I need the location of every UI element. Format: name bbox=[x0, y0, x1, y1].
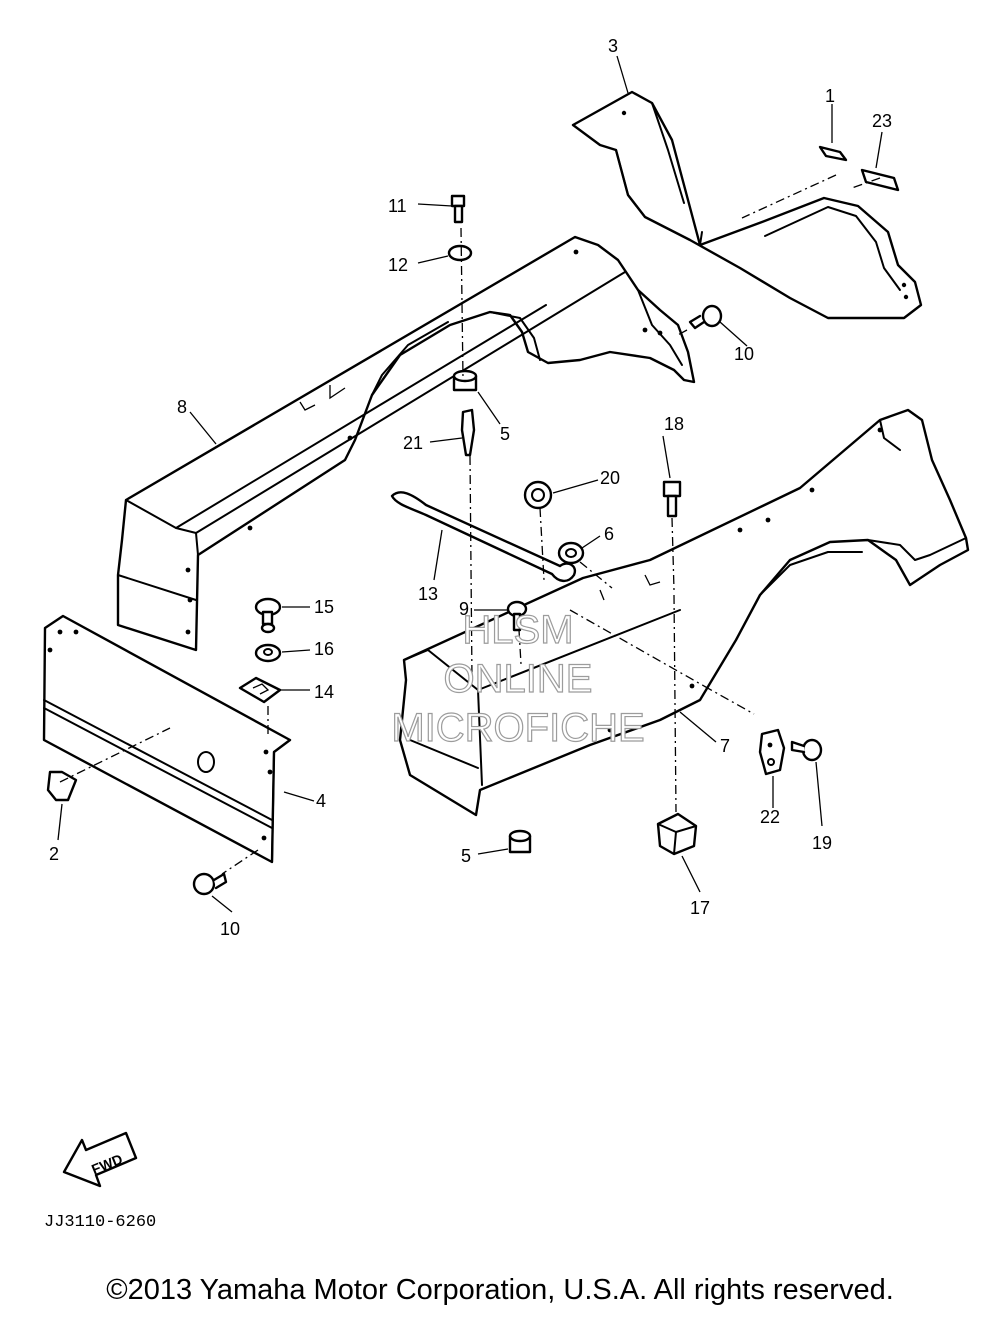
label-23: 23 bbox=[872, 111, 892, 131]
label-11: 11 bbox=[388, 196, 407, 216]
label-3: 3 bbox=[608, 36, 618, 56]
label-17: 17 bbox=[690, 898, 710, 918]
part-18-bolt bbox=[662, 480, 682, 518]
label-9: 9 bbox=[459, 599, 469, 619]
part-5-grommet-lower bbox=[508, 829, 532, 854]
part-number-labels: 1 2 3 4 5 5 6 7 8 9 10 10 11 12 13 14 15… bbox=[49, 36, 892, 939]
label-18: 18 bbox=[664, 414, 684, 434]
label-10-lower: 10 bbox=[220, 919, 240, 939]
part-7-right-fender bbox=[398, 408, 970, 817]
part-2-tag bbox=[46, 770, 78, 802]
forward-arrow-icon: FWD bbox=[62, 1131, 138, 1188]
label-1: 1 bbox=[825, 86, 835, 106]
drawing-code: JJ3110-6260 bbox=[44, 1213, 156, 1232]
part-12-washer bbox=[447, 244, 473, 262]
part-19-screw bbox=[790, 738, 823, 762]
label-19: 19 bbox=[812, 833, 832, 853]
part-17-block bbox=[656, 812, 698, 856]
label-4: 4 bbox=[316, 791, 326, 811]
part-5-grommet-upper bbox=[452, 369, 478, 392]
label-16: 16 bbox=[314, 639, 334, 659]
watermark-line-1: HLSM bbox=[462, 608, 573, 652]
label-7: 7 bbox=[720, 736, 730, 756]
part-22-bracket bbox=[758, 728, 786, 776]
part-15-bolt bbox=[254, 597, 282, 634]
part-9-screw bbox=[506, 600, 528, 632]
part-10-rivet-lower bbox=[192, 872, 228, 896]
part-1-sticker bbox=[818, 145, 848, 162]
part-13-rod bbox=[390, 491, 577, 583]
leader-lines bbox=[57, 55, 883, 913]
label-15: 15 bbox=[314, 597, 334, 617]
label-2: 2 bbox=[49, 844, 59, 864]
part-11-bolt bbox=[450, 194, 466, 224]
label-5-upper: 5 bbox=[500, 424, 510, 444]
part-20-grommet bbox=[523, 480, 553, 510]
part-21-clip bbox=[460, 408, 476, 457]
label-6: 6 bbox=[604, 524, 614, 544]
label-12: 12 bbox=[388, 255, 408, 275]
label-21: 21 bbox=[403, 433, 423, 453]
assembly-lines bbox=[59, 174, 881, 875]
part-4-rear-panel bbox=[42, 614, 292, 864]
label-13: 13 bbox=[418, 584, 438, 604]
copyright-notice: ©2013 Yamaha Motor Corporation, U.S.A. A… bbox=[106, 1274, 894, 1306]
part-6-grommet bbox=[557, 541, 585, 565]
part-14-plate bbox=[238, 676, 282, 704]
label-14: 14 bbox=[314, 682, 334, 702]
label-8: 8 bbox=[177, 397, 187, 417]
label-10-upper: 10 bbox=[734, 344, 754, 364]
label-5-lower: 5 bbox=[461, 846, 471, 866]
watermark: HLSM ONLINE MICROFICHE bbox=[391, 607, 646, 750]
watermark-line-3: MICROFICHE bbox=[391, 706, 644, 750]
part-16-washer bbox=[254, 643, 282, 663]
label-22: 22 bbox=[760, 807, 780, 827]
part-10-rivet-upper bbox=[688, 304, 723, 330]
part-3-upper-fender bbox=[571, 90, 923, 320]
watermark-line-2: ONLINE bbox=[444, 657, 593, 701]
label-20: 20 bbox=[600, 468, 620, 488]
part-8-left-fender bbox=[116, 235, 696, 652]
part-23-sticker bbox=[860, 168, 900, 192]
